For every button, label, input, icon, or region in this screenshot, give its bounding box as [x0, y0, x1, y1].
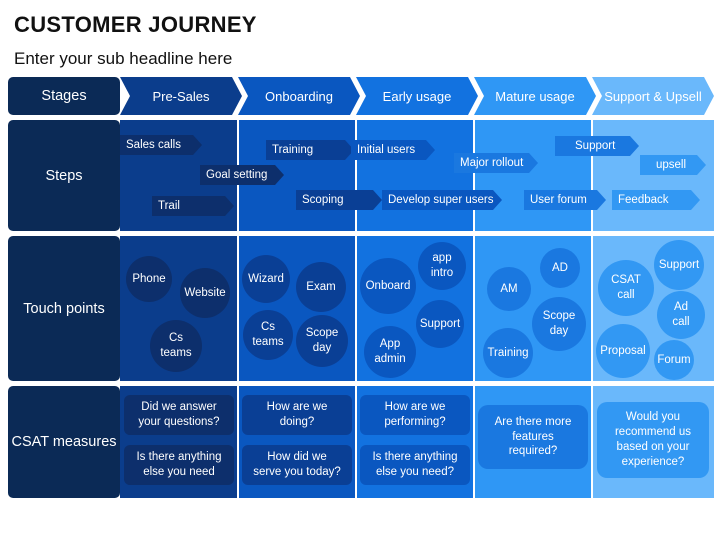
touch-scope-day-1: Scope day — [296, 315, 348, 367]
touch-training: Training — [483, 328, 533, 378]
touch-cs-teams-2: Cs teams — [243, 310, 293, 360]
touch-app-intro: app intro — [418, 242, 466, 290]
touch-website: Website — [180, 268, 230, 318]
step-feedback: Feedback — [612, 190, 700, 210]
row-label-stages: Stages — [8, 77, 120, 115]
step-goal-setting: Goal setting — [200, 165, 284, 185]
csat-q6: Is there anything else you need? — [360, 445, 470, 485]
touch-wizard: Wizard — [242, 255, 290, 303]
row-label-csat: CSAT measures — [8, 386, 120, 498]
stage-support-upsell: Support & Upsell — [592, 77, 714, 115]
touch-scope-day-2: Scope day — [532, 297, 586, 351]
step-major-rollout: Major rollout — [454, 153, 538, 173]
csat-q3: How are we doing? — [242, 395, 352, 435]
touch-support-1: Support — [416, 300, 464, 348]
page-title: CUSTOMER JOURNEY — [14, 12, 257, 37]
touch-proposal: Proposal — [596, 324, 650, 378]
touch-ad-1: AD — [540, 248, 580, 288]
stage-mature-usage: Mature usage — [474, 77, 596, 115]
stage-pre-sales: Pre-Sales — [120, 77, 242, 115]
touch-exam: Exam — [296, 262, 346, 312]
csat-q1: Did we answer your questions? — [124, 395, 234, 435]
stage-early-usage: Early usage — [356, 77, 478, 115]
stage-onboarding: Onboarding — [238, 77, 360, 115]
touch-phone: Phone — [126, 256, 172, 302]
touch-cs-teams-1: Cs teams — [150, 320, 202, 372]
step-training: Training — [266, 140, 354, 160]
touch-csat-call: CSAT call — [598, 260, 654, 316]
steps-cell-3 — [357, 120, 473, 231]
csat-q5: How are we performing? — [360, 395, 470, 435]
touch-onboard: Onboard — [360, 258, 416, 314]
touch-support-2: Support — [654, 240, 704, 290]
step-initial-users: Initial users — [351, 140, 435, 160]
step-sales-calls: Sales calls — [120, 135, 202, 155]
touch-forum: Forum — [654, 340, 694, 380]
touch-app-admin: App admin — [364, 326, 416, 378]
step-upsell: upsell — [640, 155, 706, 175]
step-develop-super-users: Develop super users — [382, 190, 502, 210]
csat-q4: How did we serve you today? — [242, 445, 352, 485]
csat-q7: Are there more features required? — [478, 405, 588, 469]
step-scoping: Scoping — [296, 190, 382, 210]
row-label-touch-points: Touch points — [8, 236, 120, 381]
csat-q2: Is there anything else you need — [124, 445, 234, 485]
touch-ad-call: Ad call — [657, 291, 705, 339]
touch-am: AM — [487, 267, 531, 311]
step-support: Support — [555, 136, 639, 156]
page-subtitle: Enter your sub headline here — [14, 49, 233, 68]
csat-q8: Would you recommend us based on your exp… — [597, 402, 709, 478]
step-user-forum: User forum — [524, 190, 606, 210]
row-label-steps: Steps — [8, 120, 120, 231]
step-trail: Trail — [152, 196, 234, 216]
